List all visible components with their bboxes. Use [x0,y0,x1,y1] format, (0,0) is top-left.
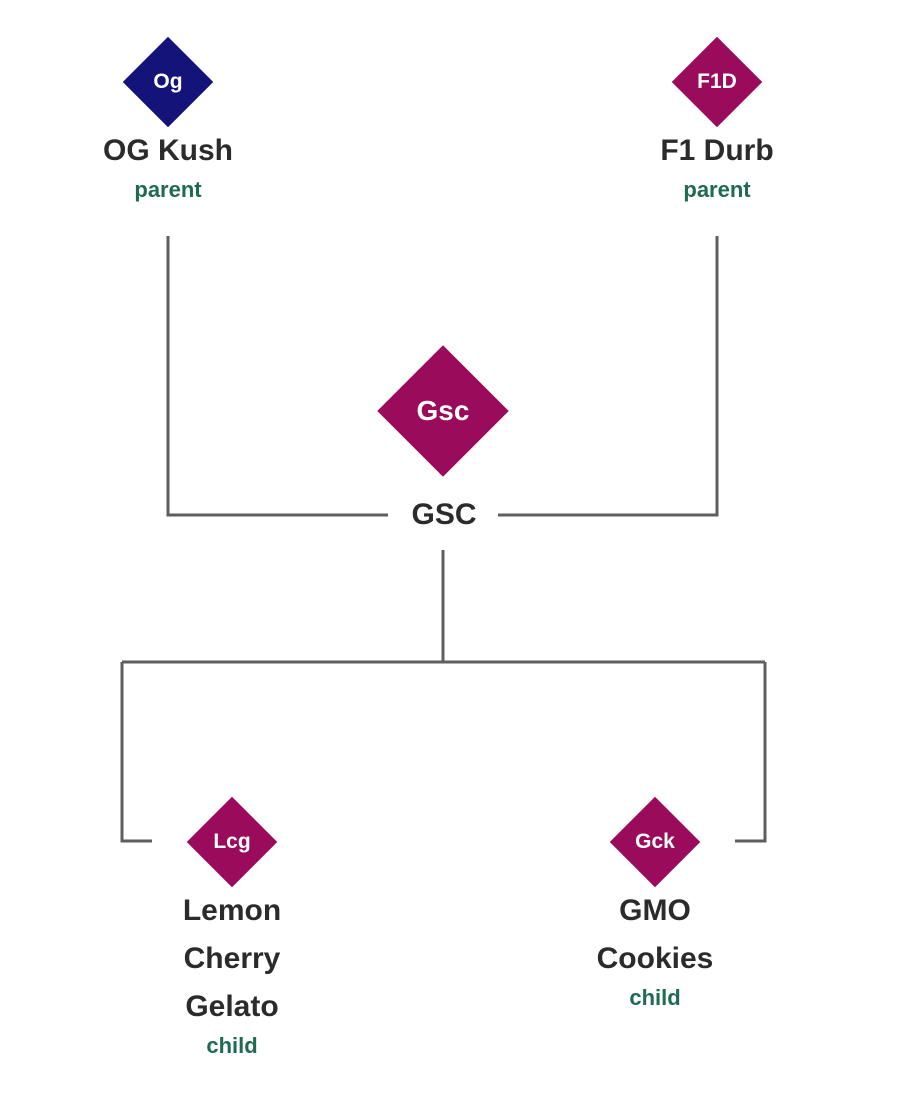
gmo-cookies-role: child [629,985,681,1010]
f1-durb-role: parent [683,177,751,202]
parent-node-og-kush: Og OG Kush parent [48,36,288,205]
f1-durb-code: F1D [697,70,737,93]
lemon-cherry-gelato-name-line-3: Gelato [185,990,279,1023]
og-kush-code: Og [153,70,183,93]
connector-f1-durb [498,236,719,517]
lemon-cherry-gelato-diamond-badge: Lcg [186,796,278,888]
gmo-cookies-diamond-badge: Gck [609,796,701,888]
connector-gmo-cookies [735,662,767,843]
og-kush-name: OG Kush [102,134,233,167]
f1-durb-name: F1 Durb [660,134,774,167]
lemon-cherry-gelato-role: child [206,1033,258,1058]
lemon-cherry-gelato-name-line-2: Cherry [183,942,281,975]
lemon-cherry-gelato-name-line-1: Lemon [182,894,282,927]
gsc-code: Gsc [416,395,470,426]
parent-node-f1-durb: F1D F1 Durb parent [597,36,837,205]
gmo-cookies-name-line-2: Cookies [596,942,714,975]
gmo-cookies-name-line-1: GMO [619,894,691,927]
connector-og-kush [166,236,388,517]
child-node-lemon-cherry-gelato: Lcg Lemon Cherry Gelato child [112,796,352,1061]
lemon-cherry-gelato-code: Lcg [213,830,251,853]
gmo-cookies-code: Gck [635,830,675,853]
gsc-name: GSC [411,498,477,531]
center-node-gsc: Gsc [323,345,563,477]
child-node-gmo-cookies: Gck GMO Cookies child [535,796,775,1013]
og-kush-role: parent [134,177,202,202]
og-kush-diamond-badge: Og [122,36,214,128]
f1-durb-diamond-badge: F1D [671,36,763,128]
connector-lemon-cherry-gelato [120,662,152,843]
gsc-diamond-badge: Gsc [377,345,509,477]
